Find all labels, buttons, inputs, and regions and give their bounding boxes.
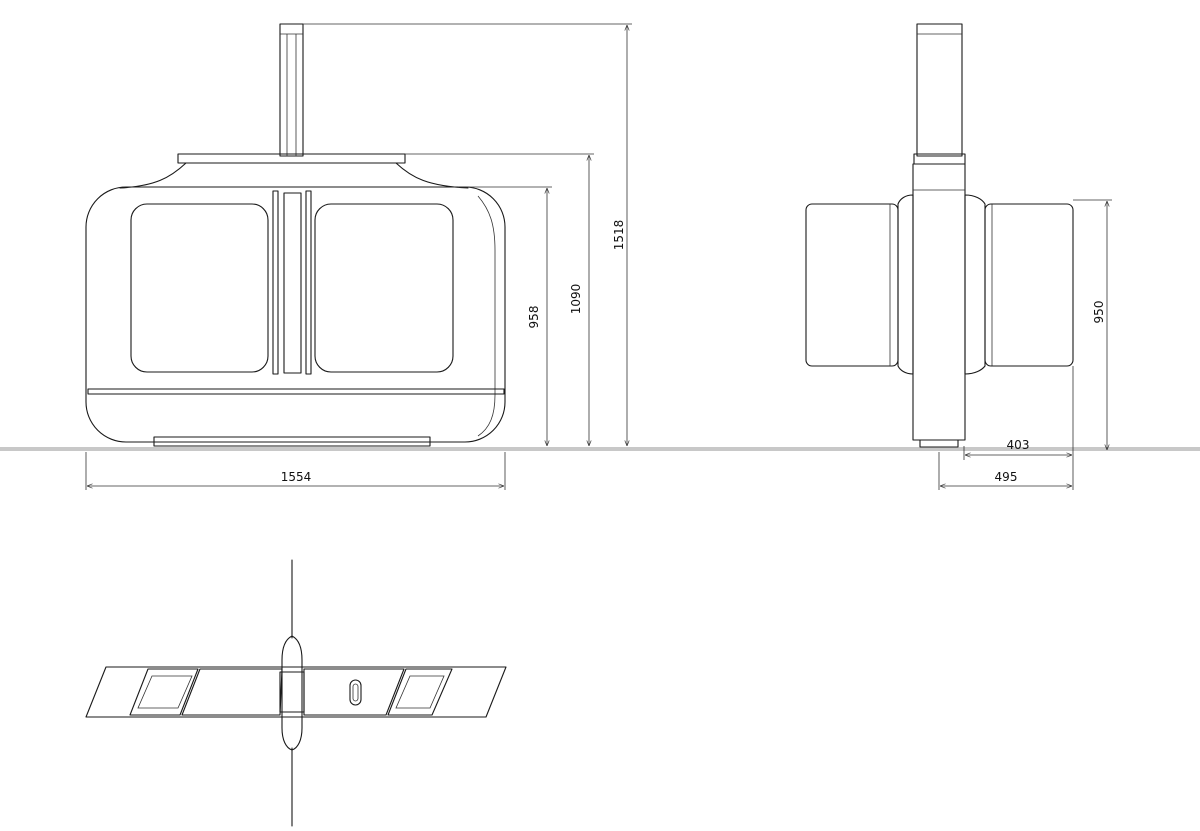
- front-door-edge-left: [272, 190, 279, 375]
- front-view: [85, 23, 506, 447]
- front-base: [153, 436, 431, 447]
- front-rail: [87, 388, 505, 395]
- dim-front-width-label: 1554: [281, 470, 312, 484]
- front-dimensions: 1554 958 1090 1518: [85, 23, 632, 490]
- side-mast: [916, 23, 963, 157]
- side-view: [805, 23, 1074, 448]
- dim-front-roof-height-label: 1090: [569, 284, 583, 315]
- top-hanger-box: [279, 671, 305, 713]
- dim-side-depth-total-label: 495: [995, 470, 1018, 484]
- dim-side-height-label: 950: [1092, 301, 1106, 324]
- side-column: [912, 163, 966, 441]
- side-shoulder-right: [964, 194, 986, 375]
- side-block-left: [805, 203, 899, 367]
- top-view: [85, 559, 507, 827]
- top-cabin-body: [85, 666, 507, 718]
- front-roof-right: [395, 162, 469, 189]
- top-hanger: [281, 635, 303, 751]
- side-shoulder-left: [897, 194, 914, 375]
- front-cabin-body: [85, 186, 506, 443]
- front-door-center: [283, 192, 302, 374]
- top-panel-left-end: [129, 668, 199, 716]
- side-foot: [919, 439, 959, 448]
- front-roof-left: [119, 162, 187, 189]
- front-window-right: [314, 203, 454, 373]
- side-dimensions: 950 403 495: [938, 199, 1112, 490]
- front-window-left: [130, 203, 269, 373]
- dim-front-total-height-label: 1518: [612, 220, 626, 251]
- dim-front-body-height-label: 958: [527, 306, 541, 329]
- dim-side-depth-inner-label: 403: [1007, 438, 1030, 452]
- top-panel-left: [181, 668, 283, 716]
- side-block-right: [984, 203, 1074, 367]
- front-door-edge-right: [305, 190, 312, 375]
- front-roof-plate: [177, 153, 406, 164]
- front-mast: [279, 23, 304, 157]
- top-hatch-slot: [349, 679, 362, 706]
- top-panel-right-end: [387, 668, 453, 716]
- top-panel-right: [303, 668, 405, 716]
